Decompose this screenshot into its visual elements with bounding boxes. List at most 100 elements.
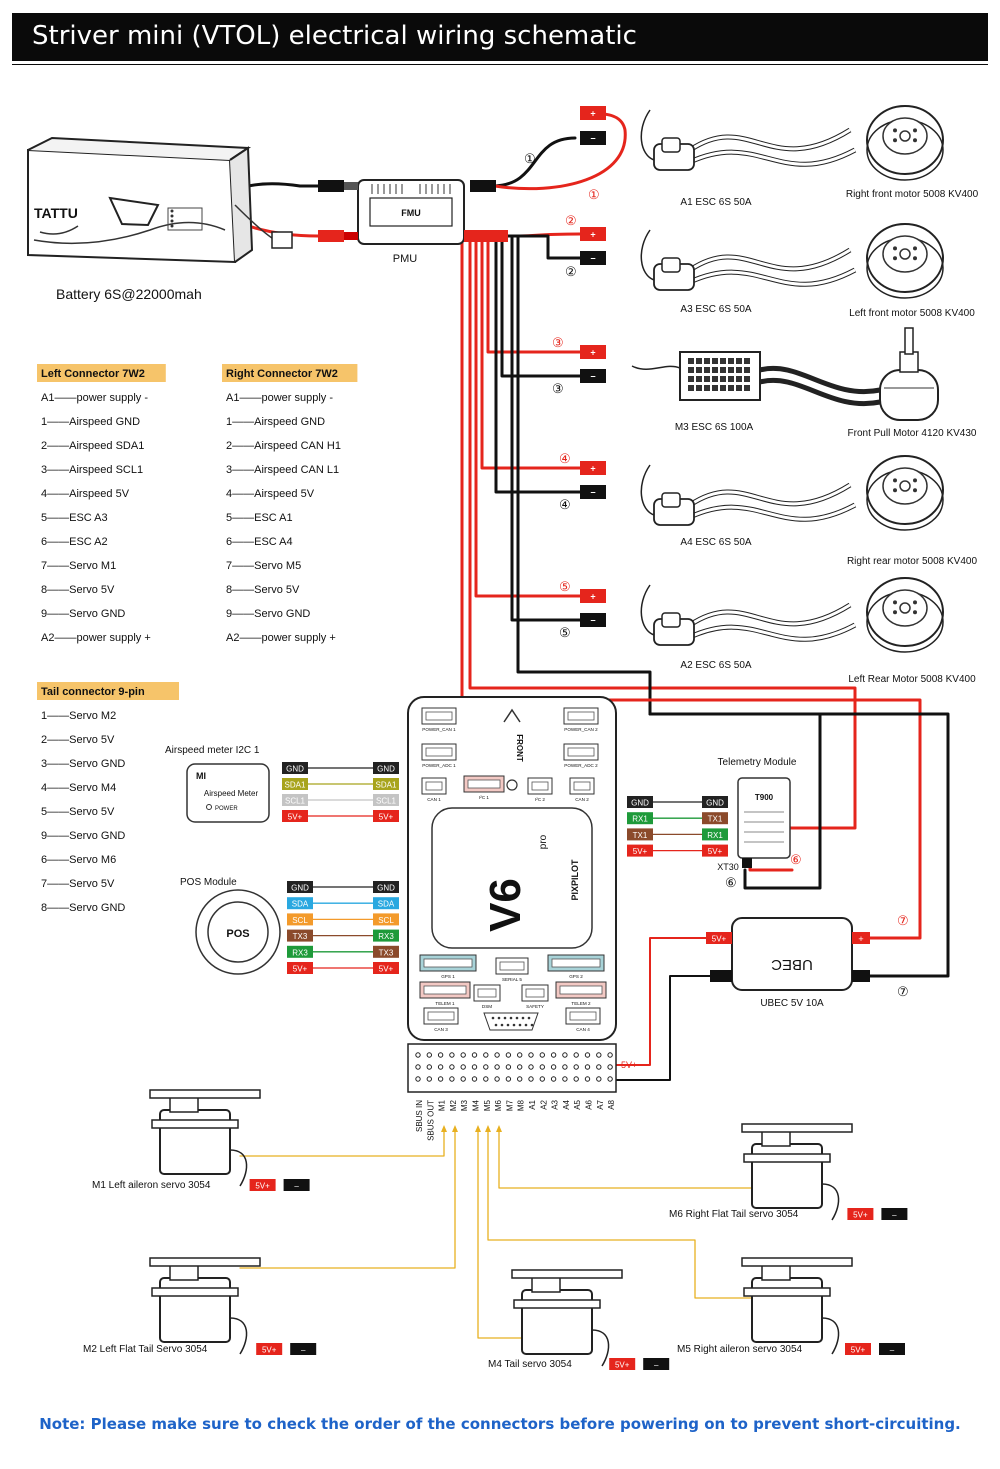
servo-rail-pin	[415, 1052, 421, 1058]
right-connector-item: 3——Airspeed CAN L1	[226, 464, 339, 476]
right-connector-item: 2——Airspeed CAN H1	[226, 440, 341, 452]
tail-connector-item: 3——Servo GND	[41, 758, 125, 770]
motor-screw	[913, 488, 917, 493]
servo-rail-pin	[483, 1052, 489, 1058]
servo-rail-pin	[517, 1052, 523, 1058]
servo-m2-5v-text: 5V+	[262, 1346, 277, 1355]
servo-horn	[511, 1269, 623, 1279]
servo-cable	[821, 1317, 840, 1355]
pos-pin-left-text: RX3	[292, 948, 308, 957]
left-connector-item: 5——ESC A3	[41, 512, 108, 524]
esc-cable-inner	[689, 248, 851, 272]
servo-rail-pin	[539, 1064, 545, 1070]
servo-rail-pin	[505, 1076, 512, 1082]
esc-signal-wire	[640, 584, 655, 636]
esc-1-minus-plug	[580, 131, 606, 145]
pos-pin-right-text: RX3	[378, 932, 394, 941]
esc-5-minus-plug-sign: −	[590, 616, 595, 626]
esc-1	[640, 109, 857, 171]
wire-7-negative	[648, 712, 950, 978]
motor-screw	[893, 478, 897, 483]
esc-5-plus-plug-sign: +	[590, 592, 595, 602]
ubec-gnd-wire	[611, 975, 729, 1081]
fc-dsub-pin	[518, 1023, 522, 1027]
servo-rail-pin	[437, 1064, 444, 1070]
telemetry-pin-right	[702, 796, 728, 808]
esc-cable	[688, 622, 857, 642]
servo-rail-pin	[483, 1076, 489, 1082]
servo-flange	[151, 1119, 239, 1129]
ubec-out-pos	[706, 932, 732, 944]
tail-connector-item: 4——Servo M4	[41, 782, 116, 794]
servo-rail-pin	[573, 1052, 579, 1058]
airspeed-pin-left	[282, 778, 308, 790]
fc-port-label: POWER_CAN 1	[422, 727, 456, 732]
servo-rail-pin	[550, 1052, 557, 1058]
servo-m5-label: M5 Right aileron servo 3054	[677, 1344, 803, 1355]
servo-horn	[149, 1089, 261, 1099]
battery-swoosh	[33, 221, 226, 245]
signal-arrow	[452, 1125, 458, 1132]
servo-flange	[743, 1287, 831, 1297]
servo-rail-pin	[505, 1064, 512, 1070]
wire-1-negative	[493, 136, 577, 188]
rail-label: M3	[460, 1099, 469, 1111]
wire-5-positive	[474, 234, 582, 598]
ubec: UBEC+5V+UBEC 5V 10A	[706, 917, 870, 1009]
left-connector-item: 3——Airspeed SCL1	[41, 464, 143, 476]
servo-cable	[821, 1183, 840, 1221]
servo-rail-pin	[517, 1064, 523, 1070]
pos-logo: POS	[226, 928, 249, 940]
servo-rail-pin	[596, 1064, 602, 1070]
servo-rail-pin	[539, 1076, 545, 1082]
pos-pin-right	[373, 881, 399, 893]
pos-pin-right	[373, 929, 399, 942]
tail-connector-item: 6——Servo M6	[41, 854, 116, 866]
esc-cable-inner	[689, 603, 851, 627]
servo-m4-minus-text: –	[654, 1361, 659, 1370]
rail-5v-label: 5V+	[621, 1060, 637, 1070]
pmu-out-neg	[470, 180, 496, 192]
title-underline	[12, 64, 988, 65]
servo-rail-pin	[483, 1064, 489, 1070]
telemetry-pin-right-text: RX1	[707, 831, 723, 840]
battery-brand: TATTU	[34, 205, 78, 221]
motor-1	[866, 105, 944, 181]
rail-label: A2	[539, 1099, 548, 1109]
battery-logo-6s	[108, 196, 160, 227]
motor-screw	[893, 488, 897, 493]
servo-m2	[149, 1257, 261, 1355]
ubec-in-neg	[852, 970, 870, 982]
esc-m3-fin	[712, 376, 718, 382]
fc-port-socket	[567, 711, 595, 721]
fc-dsub-pin	[527, 1016, 531, 1020]
tail-connector-item: 5——Servo 5V	[41, 806, 115, 818]
esc-m3-fin	[704, 358, 710, 364]
airspeed-pin-left	[282, 794, 308, 806]
left-connector-item: 7——Servo M1	[41, 560, 116, 572]
fc-front-arrow	[503, 708, 521, 723]
esc-m3-fin	[696, 358, 702, 364]
fc-brand: PIXPILOT	[570, 859, 580, 901]
servo-rail-pin	[607, 1076, 613, 1082]
fc-dsub-pin	[494, 1023, 498, 1027]
fc-port-label: CAN 2	[575, 797, 589, 802]
title-banner: Striver mini (VTOL) electrical wiring sc…	[12, 13, 988, 61]
fc-port-socket	[525, 988, 545, 998]
fc-model-sub: pro	[538, 834, 549, 849]
esc-label: A3 ESC 6S 50A	[680, 304, 751, 315]
servo-rail-pin	[596, 1052, 602, 1058]
esc-1-minus-plug-sign: −	[590, 134, 595, 144]
fc-model: V6	[481, 878, 530, 932]
esc-m3-fin	[728, 358, 734, 364]
pos-module: POS	[195, 889, 281, 975]
servo-rail-pin	[528, 1052, 534, 1058]
esc-4-plus-plug-sign: +	[590, 464, 595, 474]
servo-m4	[511, 1269, 623, 1367]
ubec-5v-wire	[611, 937, 733, 1066]
pos-pin-right-text: TX3	[379, 948, 394, 957]
servo-rail-pin	[460, 1064, 466, 1070]
servo-cable	[591, 1329, 610, 1367]
